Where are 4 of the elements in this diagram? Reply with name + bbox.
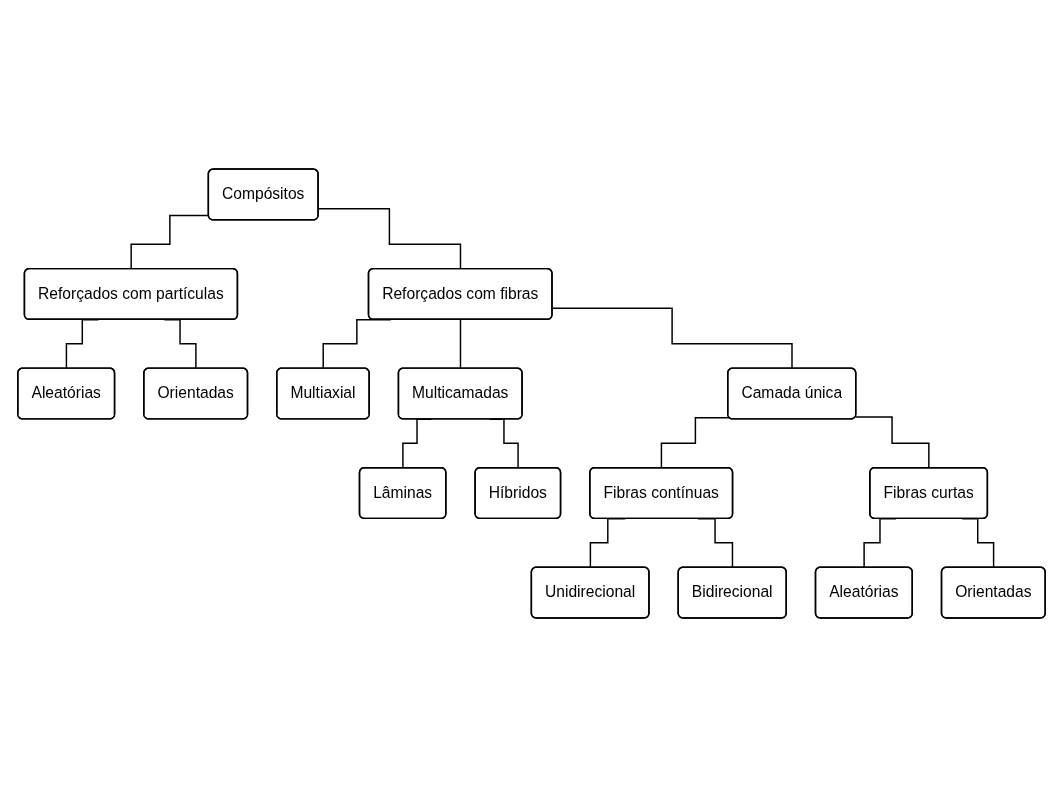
- connector: [459, 319, 462, 370]
- connector: [660, 417, 731, 469]
- connector: [551, 307, 793, 370]
- connector: [854, 416, 930, 469]
